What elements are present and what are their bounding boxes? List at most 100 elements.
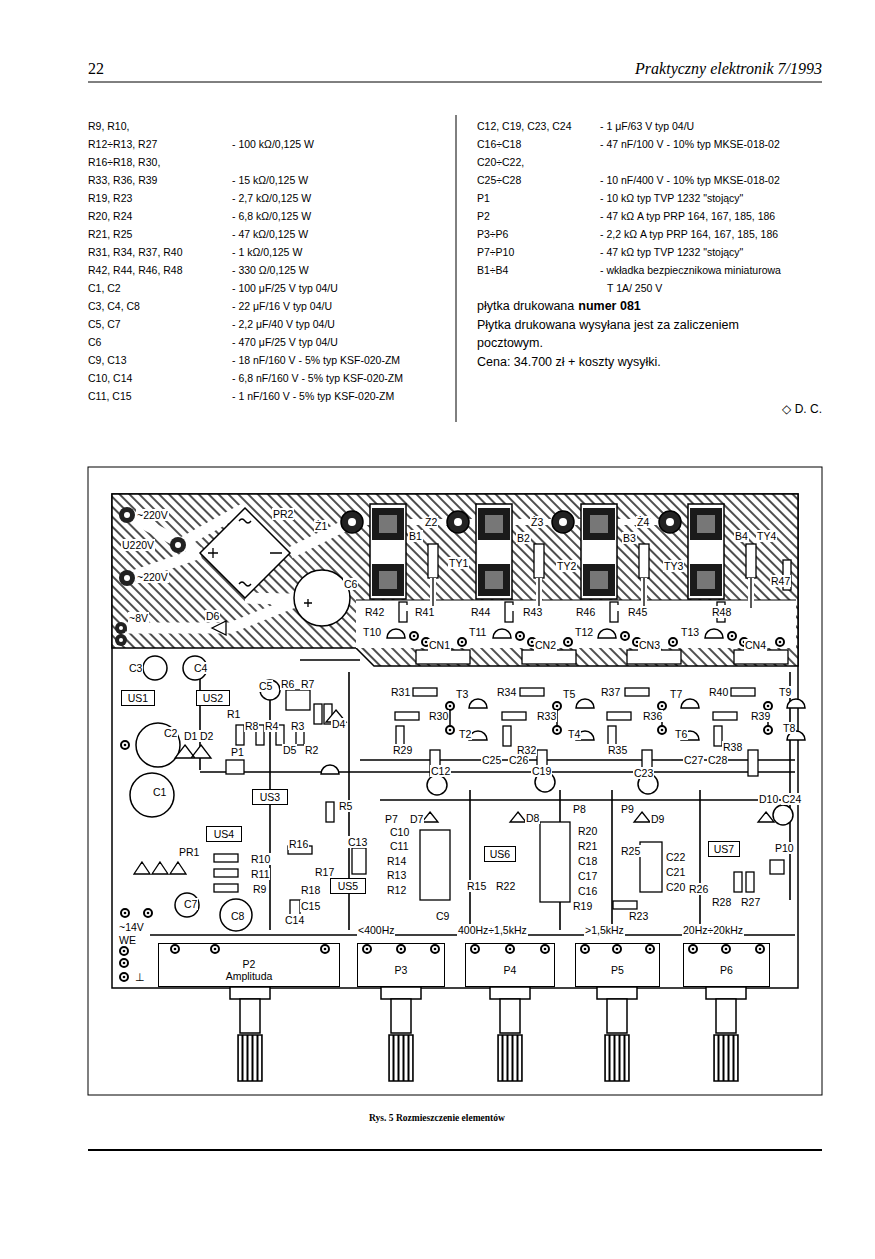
part-label: C28 — [707, 754, 728, 766]
part-label: C26 — [508, 754, 529, 766]
part-label: PR2 — [272, 508, 294, 520]
page-rules — [88, 82, 822, 1150]
part-label: C7 — [183, 898, 198, 910]
part-label: T5 — [562, 688, 576, 700]
part-label: P7 — [384, 813, 399, 825]
part-label: CN4 — [744, 639, 767, 651]
part-label: C16 — [577, 885, 598, 897]
part-label: R16 — [288, 838, 309, 850]
parts-list-entry: - 1 μF/63 V typ 04/U — [600, 120, 694, 133]
part-label: R10 — [250, 853, 271, 865]
part-label: D2 — [199, 730, 214, 742]
part-label: T6 — [674, 728, 688, 740]
part-label: C11 — [389, 840, 409, 852]
part-label: Ż4 — [636, 516, 650, 528]
part-label: R22 — [495, 880, 516, 892]
part-label: D5 — [282, 744, 297, 756]
part-label: R12 — [386, 884, 407, 896]
part-label: R2 — [304, 744, 319, 756]
part-label: >1,5kHz — [584, 924, 625, 936]
part-label: D9 — [650, 813, 665, 825]
parts-list-entry: - 1 kΩ/0,125 W — [232, 246, 302, 259]
parts-list-entry: C16÷C18 — [477, 138, 521, 151]
potentiometer-body: P4 — [465, 943, 555, 987]
part-label: C17 — [577, 870, 598, 882]
parts-list-entry: R12÷R13, R27 — [88, 138, 157, 151]
part-label: C4 — [193, 662, 208, 674]
part-label: C18 — [577, 855, 598, 867]
part-label: C25 — [481, 754, 502, 766]
part-label: Ż2 — [424, 516, 438, 528]
parts-list-entry: C3, C4, C8 — [88, 300, 140, 313]
ic-package: US2 — [196, 690, 230, 706]
part-label: D1 — [183, 730, 198, 742]
parts-list-entry: C5, C7 — [88, 318, 121, 331]
part-label: B4 — [734, 530, 749, 542]
part-label: CN3 — [638, 639, 661, 651]
part-label: R21 — [577, 840, 598, 852]
part-label: T7 — [669, 688, 683, 700]
ic-package: US3 — [252, 789, 288, 805]
part-label: C3 — [128, 662, 143, 674]
parts-list-entry: P1 — [477, 192, 490, 205]
part-label: R47 — [770, 575, 791, 587]
part-label: T9 — [778, 686, 792, 698]
part-label: R45 — [627, 606, 648, 618]
part-label: R28 — [711, 896, 732, 908]
part-label: C22 — [665, 851, 686, 863]
part-label: R27 — [740, 896, 761, 908]
part-label: R8 — [244, 720, 259, 732]
part-label: ~220V — [136, 509, 169, 521]
part-label: R25 — [620, 845, 641, 857]
order-note: Płytka drukowana wysyłana jest za zalicz… — [477, 316, 807, 352]
part-label: R19 — [572, 900, 593, 912]
parts-list-entry: - 22 μF/16 V typ 04/U — [232, 300, 332, 313]
part-label: T2 — [458, 728, 472, 740]
part-label: C15 — [300, 900, 321, 912]
page-number: 22 — [88, 60, 104, 78]
part-label: C2 — [163, 727, 178, 739]
part-label: R34 — [496, 686, 517, 698]
parts-list-entry: - 2,2 μF/40 V typ 04/U — [232, 318, 335, 331]
part-label: T12 — [574, 626, 594, 638]
parts-list-entry: C9, C13 — [88, 354, 127, 367]
part-label: P8 — [572, 803, 587, 815]
part-label: PR1 — [178, 846, 200, 858]
part-label: <400Hz — [357, 924, 395, 936]
part-label: WE — [118, 934, 137, 946]
part-label: R4 — [264, 720, 279, 732]
part-label: R33 — [536, 710, 557, 722]
potentiometer-body: P3 — [357, 943, 445, 987]
part-label: D10 — [758, 793, 779, 805]
potentiometer-label: P3 — [395, 964, 408, 976]
ic-package: US1 — [121, 690, 155, 706]
part-label: CN1 — [428, 639, 451, 651]
ic-designator: US4 — [214, 828, 234, 840]
parts-list-entry: - 47 nF/100 V - 10% typ MKSE-018-02 — [600, 138, 780, 151]
part-label: C27 — [683, 754, 704, 766]
part-label: P10 — [774, 842, 795, 854]
part-label: C21 — [665, 866, 686, 878]
author-signature: ◇ D. C. — [782, 402, 822, 416]
parts-list-entry: C25÷C28 — [477, 174, 521, 187]
part-label: C13 — [347, 836, 368, 848]
parts-list-entry: P2 — [477, 210, 490, 223]
part-label: R36 — [642, 710, 663, 722]
part-label: R23 — [628, 910, 649, 922]
part-label: R30 — [428, 710, 449, 722]
potentiometer-label: P2 — [243, 958, 256, 970]
parts-list-entry: - 470 μF/25 V typ 04/U — [232, 336, 338, 349]
order-note: Cena: 34.700 zł + koszty wysyłki. — [477, 354, 661, 370]
parts-list-entry: T 1A/ 250 V — [607, 282, 662, 295]
parts-list-entry: - 15 kΩ/0,125 W — [232, 174, 308, 187]
part-label: C24 — [781, 793, 802, 805]
parts-list-entry: - 47 kΩ/0,125 W — [232, 228, 308, 241]
parts-list-entry: - 10 kΩ typ TVP 1232 "stojący" — [600, 192, 743, 205]
part-label: TY4 — [756, 530, 777, 542]
parts-list-entry: R9, R10, — [88, 120, 129, 133]
part-label: ~14V — [118, 921, 145, 933]
ic-package: US7 — [708, 841, 740, 857]
part-label: C10 — [389, 826, 410, 838]
part-label: TY2 — [556, 560, 577, 572]
part-label: 20Hz÷20kHz — [682, 924, 744, 936]
